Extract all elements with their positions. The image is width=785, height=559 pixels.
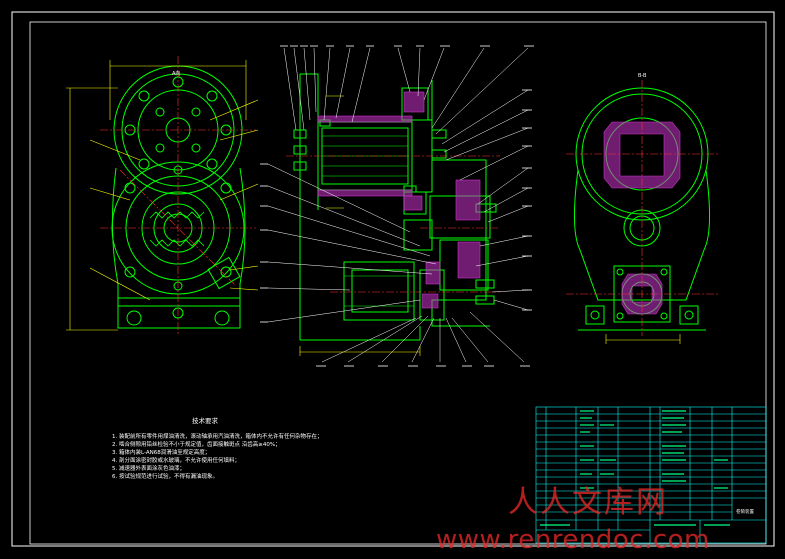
watermark-chinese: 人人文库网	[508, 485, 668, 520]
front-view-dimensions	[66, 60, 259, 331]
section-view-dimensions	[299, 95, 421, 356]
technical-note-3: 3. 箱体内装L-AN68润滑油至规定高度；	[112, 450, 211, 456]
title-block	[535, 406, 767, 544]
technical-note-1: 1. 装配前所有零件用煤油清洗，滚动轴承用汽油清洗，箱体内不允许有任何杂物存在；	[112, 434, 323, 440]
front-view-centerlines	[100, 56, 256, 334]
inner-frame	[29, 21, 767, 545]
technical-note-4: 4. 剖分面涂密封胶或水玻璃，不允许使用任何填料；	[112, 458, 240, 464]
technical-note-2: 2. 啮合侧隙用铅丝检验不小于规定值，齿面接触斑点 沿齿高≥40%；	[112, 442, 281, 448]
section-view-centerlines	[286, 155, 500, 293]
outer-frame	[11, 11, 775, 547]
watermark-url: www.renrendoc.com	[436, 525, 710, 555]
front-view	[111, 65, 246, 329]
technical-note-6: 6. 按试验规范进行试验，不得有漏油现象。	[112, 474, 218, 480]
side-view-dimensions	[605, 334, 681, 344]
side-view-label: B-B	[638, 73, 647, 79]
technical-note-5: 5. 减速器外表面涂灰色油漆；	[112, 466, 185, 472]
technical-notes-title: 技术要求	[192, 417, 218, 425]
section-view-callout-ticks	[260, 45, 534, 367]
side-view-centerlines	[566, 80, 720, 336]
front-view-label: A向	[172, 70, 180, 77]
title-block-entries	[540, 410, 730, 526]
section-view-leaders	[267, 47, 529, 363]
side-view-hatching	[603, 121, 681, 315]
title-block-name: 卷筒装置	[736, 510, 754, 515]
section-view-hatching	[317, 91, 481, 309]
